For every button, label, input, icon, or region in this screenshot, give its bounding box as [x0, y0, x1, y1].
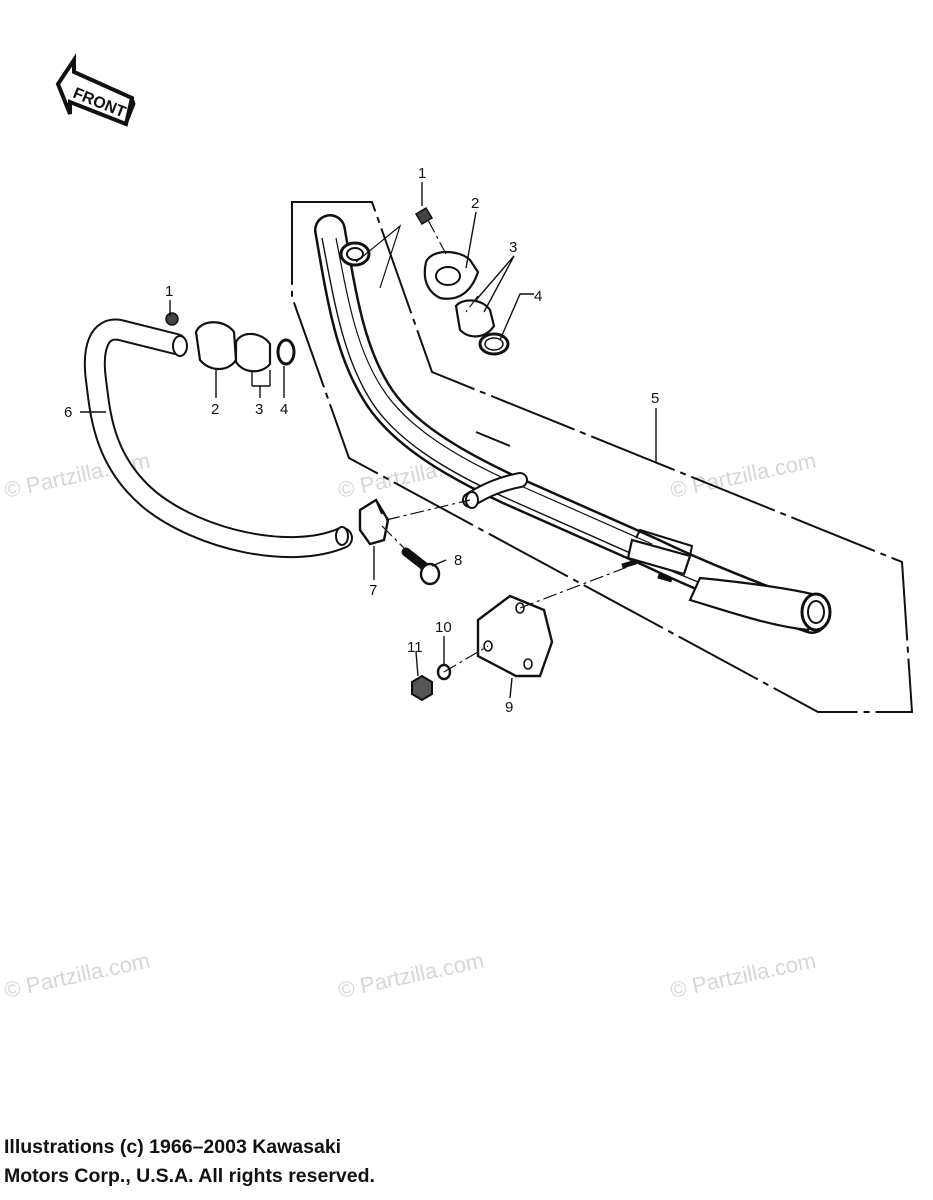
callout-5: 5 — [651, 390, 659, 407]
upper-clamp-group — [355, 206, 510, 356]
copyright-line: Motors Corp., U.S.A. All rights reserved… — [4, 1165, 375, 1187]
nut-icon — [165, 312, 179, 326]
watermark: © Partzilla.com — [668, 448, 818, 503]
callout-11: 11 — [407, 639, 423, 656]
copyright-line: Illustrations (c) 1966–2003 Kawasaki — [4, 1136, 342, 1158]
part-8-bolt — [401, 547, 441, 586]
callout-3: 3 — [255, 401, 263, 418]
callout-4: 4 — [280, 401, 288, 418]
nut-icon — [414, 206, 434, 226]
part-7-clip — [358, 498, 390, 546]
watermark: © Partzilla.com — [668, 948, 818, 1003]
callout-10: 10 — [435, 619, 452, 636]
callout-2: 2 — [471, 195, 479, 212]
callout-numbers: 1 2 3 4 1 2 3 4 5 6 7 8 9 10 11 — [64, 165, 659, 716]
callout-lines — [80, 182, 657, 699]
callout-6: 6 — [64, 404, 72, 421]
callout-1: 1 — [418, 165, 426, 182]
callout-3: 3 — [509, 239, 517, 256]
callout-7: 7 — [369, 582, 377, 599]
part-11-nut — [411, 674, 433, 702]
part-5-grab-rail — [314, 214, 832, 634]
part-9-bracket — [476, 594, 554, 678]
callout-1: 1 — [165, 283, 173, 300]
assembly-lines — [381, 219, 631, 673]
callout-2: 2 — [211, 401, 219, 418]
callout-9: 9 — [505, 699, 513, 716]
watermark-layer: © Partzilla.com © Partzilla.com © Partzi… — [2, 448, 818, 1003]
callout-8: 8 — [454, 552, 462, 569]
assembly-outline — [291, 201, 914, 713]
callout-4: 4 — [534, 288, 542, 305]
part-6-bent-tube — [83, 318, 353, 559]
watermark: © Partzilla.com — [2, 948, 152, 1003]
watermark: © Partzilla.com — [336, 948, 486, 1003]
left-clamp-group — [165, 312, 296, 373]
front-arrow-icon: FRONT — [55, 53, 136, 127]
copyright-notice: Illustrations (c) 1966–2003 Kawasaki Mot… — [4, 1133, 375, 1191]
